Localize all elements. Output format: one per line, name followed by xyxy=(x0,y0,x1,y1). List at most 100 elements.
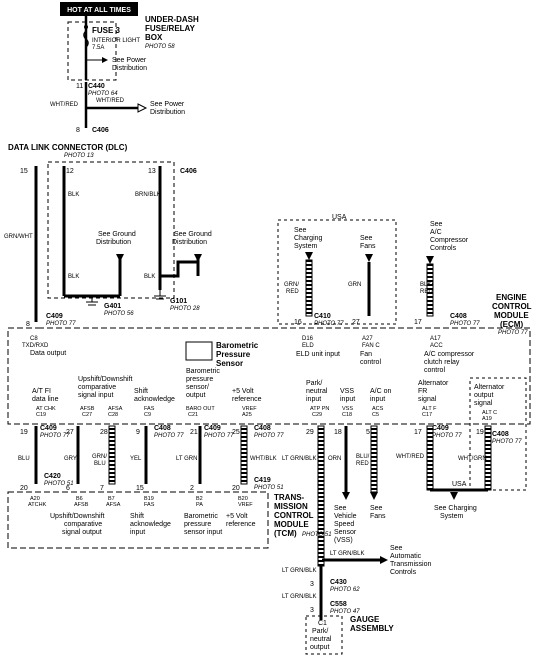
ground-arrow-icon xyxy=(116,254,124,262)
fuse-box-outline xyxy=(67,21,117,81)
sig-park-1: Park/ xyxy=(306,380,322,387)
ecm-a17: A17 xyxy=(430,336,441,342)
wire-blkred-2: RED xyxy=(420,289,433,295)
mpin-5: 5 xyxy=(366,429,370,436)
c420-p6: 6 xyxy=(66,485,70,492)
mpin-18: 18 xyxy=(334,429,342,436)
ecm-title-2: CONTROL xyxy=(492,302,532,311)
sig-park-2: neutral xyxy=(306,388,328,395)
wire-grnblu-1: GRN/ xyxy=(92,454,107,460)
sig-vref-1: +5 Volt xyxy=(232,388,254,395)
mpin-25: 25 xyxy=(232,429,240,436)
mpin-9: 9 xyxy=(136,429,140,436)
vss-ref-2: Vehicle xyxy=(334,513,357,520)
ecm-acc3: control xyxy=(424,367,445,374)
pin-c18: C18 xyxy=(342,412,352,418)
sig-altout-2: output xyxy=(474,392,494,399)
tcm-b19: B19 xyxy=(144,496,154,502)
c406-name: C406 xyxy=(92,127,109,134)
pin-c5: C5 xyxy=(372,412,379,418)
vss-arrow-icon xyxy=(342,492,350,500)
c408-b3: C408 xyxy=(492,431,509,438)
power-arrow-icon xyxy=(102,57,108,63)
sig-atfi-2: data line xyxy=(32,396,59,403)
fuse-see-power: See Power xyxy=(112,57,147,64)
sig-shift-2: acknowledge xyxy=(134,396,175,403)
tcm-title-2: MISSION xyxy=(274,502,308,511)
c409-b3-photo: PHOTO 77 xyxy=(432,433,462,439)
atc-ref-2: Automatic xyxy=(390,553,422,560)
ref-fans-1: See xyxy=(360,235,373,242)
wire-gry: GRY xyxy=(64,456,77,462)
tcm-a20: A20 xyxy=(30,496,40,502)
wire-blu: BLU xyxy=(18,456,30,462)
dlc-pin12: 12 xyxy=(66,168,74,175)
ecm-title-4: (ECM) xyxy=(500,320,523,329)
gauge-l1: Park/ xyxy=(312,628,328,635)
wire-whtred-2: WHT/RED xyxy=(96,98,125,104)
sig-vss-2: input xyxy=(340,396,355,403)
charging-arrow-icon-2 xyxy=(450,492,458,500)
fuse-icon xyxy=(83,30,89,48)
mpin-19b: 19 xyxy=(476,429,484,436)
c440-name: C440 xyxy=(88,83,105,90)
ac-arrow-icon xyxy=(426,256,434,264)
sig-park-3: input xyxy=(306,396,321,403)
ltgrnblk-3: LT GRN/BLK xyxy=(282,568,316,574)
tcm-outline xyxy=(7,491,269,549)
pin-a19: A19 xyxy=(482,416,492,422)
ecm-title-1: ENGINE xyxy=(496,293,527,302)
gauge-c1: C1 xyxy=(318,620,327,627)
sig-acon-2: input xyxy=(370,396,385,403)
tcm-updown-1: Upshift/Downshift xyxy=(50,513,105,520)
pin-vref: VREF xyxy=(242,406,257,412)
wire-blured-2: RED xyxy=(356,461,369,467)
fuse-name: FUSE 3 xyxy=(92,26,121,35)
atc-arrow-icon xyxy=(380,556,388,564)
ecm-a27: A27 xyxy=(362,336,373,342)
c419-photo: PHOTO 51 xyxy=(254,485,284,491)
g101-name: G101 xyxy=(170,298,187,305)
fans-ref-2: Fans xyxy=(370,513,386,520)
c430-name: C430 xyxy=(330,579,347,586)
tcm-updown-3: signal output xyxy=(62,529,102,536)
wire-blk-1: BLK xyxy=(68,192,79,198)
sig-altfr-1: Alternator xyxy=(418,380,449,387)
gauge-title-2: ASSEMBLY xyxy=(350,624,394,633)
wire-grn: GRN xyxy=(348,282,361,288)
tcm-shift-3: input xyxy=(130,529,145,536)
sig-updown-3: signal input xyxy=(78,392,113,399)
c408a-photo: PHOTO 77 xyxy=(450,321,480,327)
ground1-l1: See Ground xyxy=(98,231,136,238)
pin-vss: VSS xyxy=(342,406,353,412)
atc-ref-1: See xyxy=(390,545,403,552)
gauge-box xyxy=(305,615,343,655)
sig-altout-1: Alternator xyxy=(474,384,505,391)
ground-arrow-icon-2 xyxy=(194,254,202,262)
pin-baroout: BARO OUT xyxy=(186,406,215,412)
tcm-vref-2: reference xyxy=(226,521,256,528)
ref-charging-3: System xyxy=(294,243,318,250)
wire-blk-2: BLK xyxy=(68,274,79,280)
c420-name: C420 xyxy=(44,473,61,480)
tcm-baro-1: Barometric xyxy=(184,513,218,520)
wire-grnwht: GRN/WHT xyxy=(4,234,33,240)
pin-c19: C19 xyxy=(36,412,46,418)
c409-b1-photo: PHOTO 77 xyxy=(40,433,70,439)
g401-photo: PHOTO 56 xyxy=(104,311,134,317)
box-title-1: UNDER-DASH xyxy=(145,15,199,24)
tcm-baro-3: sensor input xyxy=(184,529,222,536)
mpin-29: 29 xyxy=(306,429,314,436)
pin-c21: C21 xyxy=(188,412,198,418)
pin-fas: FAS xyxy=(144,406,155,412)
dlc-c406: C406 xyxy=(180,168,197,175)
ecm-title-3: MODULE xyxy=(494,311,529,320)
c409-top-photo: PHOTO 77 xyxy=(46,321,76,327)
wire-whtgrn: WHT/GRN xyxy=(458,456,487,462)
wire-whtred-3: WHT/RED xyxy=(396,454,425,460)
wire-blured-1: BLU/ xyxy=(356,454,370,460)
ecm-fanctrl2: control xyxy=(360,359,381,366)
ltgrnblk-4: LT GRN/BLK xyxy=(282,594,316,600)
tcm-fas: FAS xyxy=(144,502,155,508)
vss-ref-1: See xyxy=(334,505,347,512)
